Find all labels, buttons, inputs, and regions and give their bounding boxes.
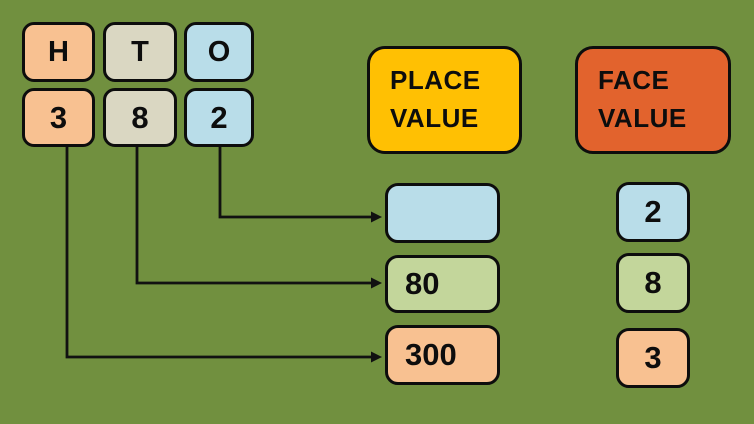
face-value-header: FACE VALUE	[575, 46, 731, 154]
column-header-ones: O	[184, 22, 254, 82]
place-value-header-label: PLACE VALUE	[390, 65, 481, 133]
place-value-hundreds-box: 300	[385, 325, 500, 385]
digit-ones: 2	[184, 88, 254, 147]
arrow-tens-to-place	[135, 147, 382, 289]
face-value-hundreds-box: 3	[616, 328, 690, 388]
digit-tens: 8	[103, 88, 177, 147]
face-value-header-label: FACE VALUE	[598, 65, 687, 133]
place-value-ones-box	[385, 183, 500, 243]
column-header-hundreds: H	[22, 22, 95, 82]
face-value-ones-box: 2	[616, 182, 690, 242]
place-value-tens-box: 80	[385, 255, 500, 313]
arrow-hundreds-to-place	[65, 147, 382, 363]
arrow-ones-to-place	[218, 147, 382, 223]
face-value-tens-box: 8	[616, 253, 690, 313]
digit-hundreds: 3	[22, 88, 95, 147]
place-value-header: PLACE VALUE	[367, 46, 522, 154]
column-header-tens: T	[103, 22, 177, 82]
